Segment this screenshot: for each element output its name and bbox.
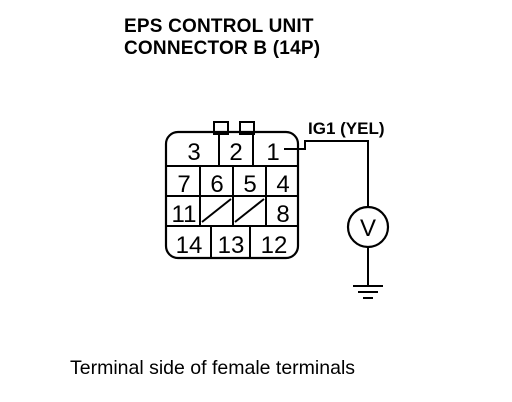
diagram-caption: Terminal side of female terminals xyxy=(70,357,356,379)
voltmeter-symbol: V xyxy=(360,215,376,242)
pin-11: 11 xyxy=(172,201,197,228)
pin-4: 4 xyxy=(276,171,289,198)
pin-2: 2 xyxy=(229,139,242,166)
connector-lock-tabs xyxy=(213,121,255,135)
pin-12: 12 xyxy=(261,232,288,259)
pin-7: 7 xyxy=(177,171,190,198)
unused-cavity-10 xyxy=(201,198,232,223)
pin-1: 1 xyxy=(266,139,279,166)
pin-13: 13 xyxy=(218,232,245,259)
pin-8: 8 xyxy=(276,201,289,228)
pin-14: 14 xyxy=(176,232,203,259)
title-line-1: EPS CONTROL UNIT xyxy=(124,16,314,37)
ground-icon xyxy=(353,285,383,299)
unused-cavity-marks xyxy=(201,198,265,223)
title-line-2: CONNECTOR B (14P) xyxy=(124,38,321,59)
pin-6: 6 xyxy=(210,171,223,198)
test-lead-wire xyxy=(284,140,369,207)
pin-3: 3 xyxy=(187,139,200,166)
connector-grid xyxy=(166,132,298,258)
wire-label: IG1 (YEL) xyxy=(308,119,385,138)
pin-5: 5 xyxy=(243,171,256,198)
unused-cavity-9 xyxy=(234,198,265,223)
